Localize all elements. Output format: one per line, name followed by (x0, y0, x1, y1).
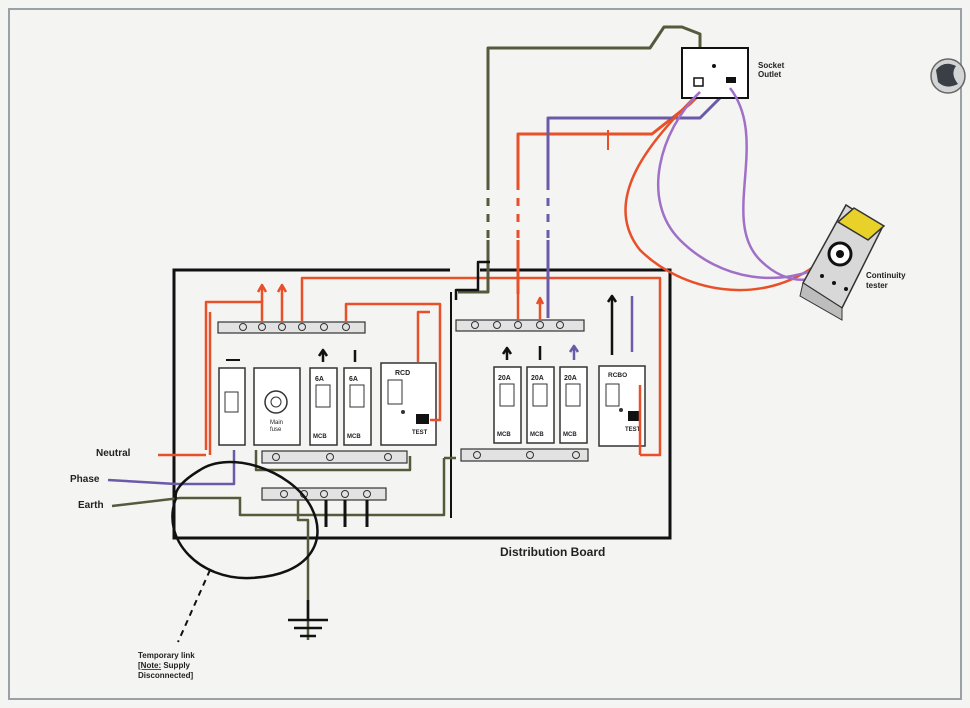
left-rcd: RCD TEST (380, 362, 437, 446)
left-mcb-1: 6A MCB (309, 367, 338, 446)
main-fuse-label-1: Main (270, 420, 283, 426)
main-fuse-label-2: fuse (270, 427, 282, 433)
right-mcb-1-tag: MCB (497, 432, 511, 438)
link-label-1: Temporary link (138, 651, 195, 660)
right-mcb-1-rating: 20A (498, 375, 511, 382)
left-mcb-2-rating: 6A (349, 376, 358, 383)
right-rcd-title: RCBO (608, 372, 627, 379)
phase-label: Phase (70, 474, 100, 485)
globe-icon (930, 58, 966, 94)
left-rcd-test: TEST (412, 430, 428, 436)
right-mcb-3: 20A MCB (559, 366, 588, 444)
tester-label-2: tester (866, 281, 888, 290)
right-mcb-3-rating: 20A (564, 375, 577, 382)
right-rcd: RCBO TEST (598, 365, 646, 447)
board-label: Distribution Board (500, 545, 605, 559)
phase-busbar-right (460, 448, 589, 462)
phase-busbar-left (261, 450, 408, 464)
left-mcb-2-tag: MCB (347, 434, 361, 440)
right-mcb-1: 20A MCB (493, 366, 522, 444)
supply-wiring (107, 453, 242, 508)
link-note-rest: Supply (161, 661, 190, 670)
right-mcb-2-tag: MCB (530, 432, 544, 438)
board-outline (172, 268, 672, 540)
page-frame (8, 8, 962, 700)
link-label-2: [Note: Supply (138, 661, 191, 670)
main-switch (218, 359, 246, 446)
socket-outlet: Socket Outlet (681, 47, 785, 99)
neutral-busbar-right (455, 319, 585, 332)
left-rcd-title: RCD (395, 370, 410, 377)
main-fuse: Main fuse (253, 367, 301, 446)
tester-label-1: Continuity (866, 271, 906, 280)
left-mcb-1-rating: 6A (315, 376, 324, 383)
left-mcb-2: 6A MCB (343, 367, 372, 446)
link-note-prefix: [Note: (138, 661, 161, 670)
link-label-3: Disconnected] (138, 671, 193, 680)
earth-busbar (261, 487, 387, 501)
right-mcb-3-tag: MCB (563, 432, 577, 438)
earth-ground-icon (288, 600, 328, 638)
right-mcb-2-rating: 20A (531, 375, 544, 382)
socket-label-2: Outlet (758, 70, 781, 79)
left-mcb-1-tag: MCB (313, 434, 327, 440)
socket-label-1: Socket (758, 61, 785, 70)
neutral-busbar-left (217, 321, 366, 334)
right-mcb-2: 20A MCB (526, 366, 555, 444)
right-rcd-test: TEST (625, 427, 641, 433)
continuity-tester: Continuity tester (799, 203, 906, 321)
temporary-link-pointer (177, 569, 211, 643)
earth-label: Earth (78, 500, 104, 511)
neutral-label: Neutral (96, 448, 131, 459)
temporary-link-loop (171, 460, 319, 580)
internal-wiring (176, 276, 662, 640)
